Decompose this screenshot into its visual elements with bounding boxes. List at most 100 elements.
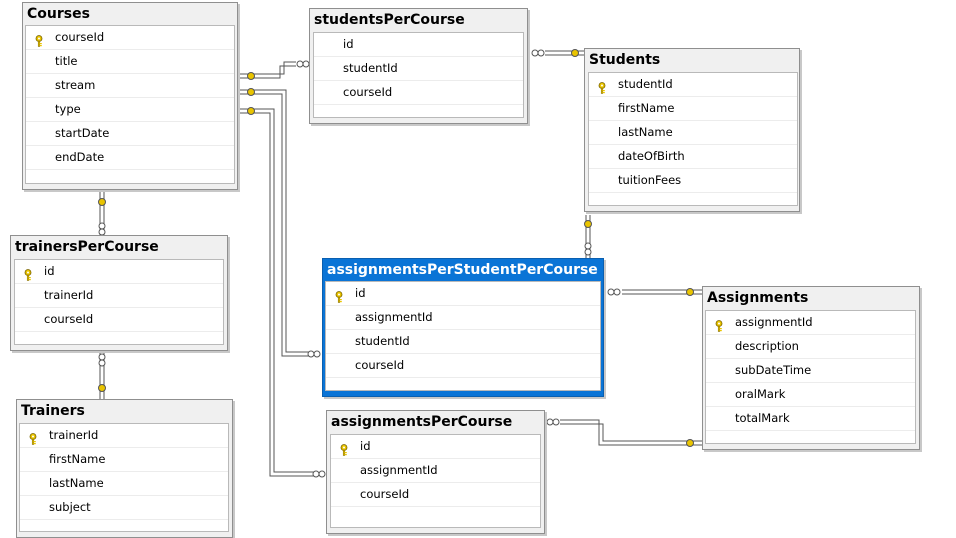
column-row[interactable]: totalMark (706, 407, 915, 431)
column-row[interactable]: courseId (326, 354, 600, 378)
column-row[interactable]: id (15, 260, 223, 284)
column-name: assignmentId (360, 463, 438, 477)
table-title[interactable]: Courses (27, 6, 90, 22)
key-end-icon (247, 72, 255, 80)
column-row[interactable]: assignmentId (326, 306, 600, 330)
column-name: oralMark (735, 387, 786, 401)
column-row[interactable]: tuitionFees (589, 169, 797, 193)
column-row[interactable]: courseId (26, 26, 234, 50)
column-row[interactable]: stream (26, 74, 234, 98)
column-name: description (735, 339, 799, 353)
column-name: trainerId (44, 288, 94, 302)
column-list: assignmentId description subDateTime oralMa… (705, 310, 916, 444)
column-row[interactable]: lastName (589, 121, 797, 145)
column-name: courseId (355, 358, 405, 372)
column-row[interactable]: id (326, 282, 600, 306)
column-list: id assignmentId courseId (330, 434, 541, 528)
column-row[interactable]: type (26, 98, 234, 122)
column-row[interactable]: startDate (26, 122, 234, 146)
infinity-end-icon (531, 49, 545, 57)
key-end-icon (584, 220, 592, 228)
column-name: firstName (49, 452, 106, 466)
table-title[interactable]: studentsPerCourse (314, 12, 465, 28)
column-name: trainerId (49, 428, 99, 442)
key-end-icon (247, 88, 255, 96)
table-courses[interactable]: Courses courseId title stream type startDate e… (22, 2, 238, 190)
key-icon (714, 317, 724, 332)
column-row[interactable]: assignmentId (331, 459, 540, 483)
infinity-end-icon (307, 350, 321, 358)
key-end-icon (686, 439, 694, 447)
column-name: stream (55, 78, 96, 92)
column-name: studentId (618, 77, 673, 91)
column-name: title (55, 54, 78, 68)
column-row[interactable]: courseId (15, 308, 223, 332)
column-list: id assignmentId studentId courseId (325, 281, 601, 391)
table-title[interactable]: assignmentsPerStudentPerCourse (327, 262, 598, 278)
column-row[interactable]: firstName (20, 448, 228, 472)
key-end-icon (98, 198, 106, 206)
column-name: assignmentId (355, 310, 433, 324)
column-row[interactable]: assignmentId (706, 311, 915, 335)
table-assignmentsPerCourse[interactable]: assignmentsPerCourse id assignmentId course… (326, 410, 545, 534)
column-row[interactable]: title (26, 50, 234, 74)
column-row[interactable]: courseId (314, 81, 523, 105)
infinity-end-icon (312, 470, 326, 478)
column-name: subDateTime (735, 363, 812, 377)
column-name: studentId (355, 334, 410, 348)
table-trainers[interactable]: Trainers trainerId firstName lastName subjec… (16, 399, 233, 538)
column-row[interactable]: trainerId (15, 284, 223, 308)
column-list: trainerId firstName lastName subject (19, 423, 229, 532)
column-row[interactable]: id (331, 435, 540, 459)
column-list: id studentId courseId (313, 32, 524, 118)
table-title[interactable]: Students (589, 52, 661, 68)
key-end-icon (247, 107, 255, 115)
column-name: id (355, 286, 366, 300)
column-name: courseId (44, 312, 94, 326)
column-name: type (55, 102, 81, 116)
column-row[interactable]: trainerId (20, 424, 228, 448)
column-row[interactable]: id (314, 33, 523, 57)
column-name: courseId (55, 30, 105, 44)
key-icon (28, 430, 38, 445)
column-row[interactable]: studentId (589, 73, 797, 97)
table-studentsPerCourse[interactable]: studentsPerCourse id studentId courseId (309, 8, 528, 124)
column-name: subject (49, 500, 91, 514)
key-end-icon (571, 49, 579, 57)
table-title[interactable]: assignmentsPerCourse (331, 414, 513, 430)
table-trainersPerCourse[interactable]: trainersPerCourse id trainerId courseId (10, 235, 228, 351)
column-row[interactable]: lastName (20, 472, 228, 496)
column-name: tuitionFees (618, 173, 682, 187)
table-title[interactable]: trainersPerCourse (15, 239, 159, 255)
column-name: endDate (55, 150, 105, 164)
column-row[interactable]: subject (20, 496, 228, 520)
infinity-end-icon (98, 353, 106, 367)
table-title[interactable]: Trainers (21, 403, 85, 419)
column-row[interactable]: studentId (326, 330, 600, 354)
infinity-end-icon (296, 60, 310, 68)
infinity-end-icon (584, 242, 592, 256)
column-row[interactable]: dateOfBirth (589, 145, 797, 169)
column-row[interactable]: firstName (589, 97, 797, 121)
column-name: studentId (343, 61, 398, 75)
column-row[interactable]: subDateTime (706, 359, 915, 383)
column-name: id (44, 264, 55, 278)
column-row[interactable]: oralMark (706, 383, 915, 407)
column-list: id trainerId courseId (14, 259, 224, 345)
column-row[interactable]: studentId (314, 57, 523, 81)
column-row[interactable]: courseId (331, 483, 540, 507)
infinity-end-icon (607, 288, 621, 296)
column-row[interactable]: endDate (26, 146, 234, 170)
column-name: startDate (55, 126, 110, 140)
infinity-end-icon (546, 418, 560, 426)
column-row[interactable]: description (706, 335, 915, 359)
table-assignmentsPerStudentPerCourse[interactable]: assignmentsPerStudentPerCourse id assignme… (322, 258, 604, 397)
table-title[interactable]: Assignments (707, 290, 809, 306)
column-name: firstName (618, 101, 675, 115)
column-name: lastName (49, 476, 104, 490)
column-name: courseId (343, 85, 393, 99)
table-assignments[interactable]: Assignments assignmentId description subDat… (702, 286, 920, 450)
